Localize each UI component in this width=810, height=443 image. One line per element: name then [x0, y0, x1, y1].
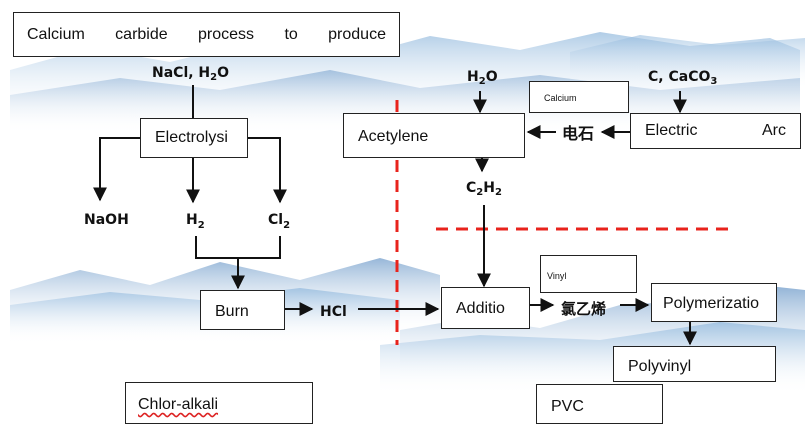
addition-box: Additio [441, 287, 530, 329]
calcium-label: Calcium [544, 93, 577, 103]
polymerization-box: Polymerizatio [651, 283, 777, 322]
label-c2h2: C2H2 [466, 180, 502, 198]
label-nacl-h2o: NaCl, H2O [152, 65, 229, 83]
polymerization-label: Polymerizatio [663, 295, 760, 312]
label-hcl: HCl [320, 304, 347, 320]
acetylene-box: Acetylene [343, 113, 525, 158]
polyvinyl-box: Polyvinyl [613, 346, 776, 382]
vinyl-label-box: Vinyl [540, 255, 637, 293]
addition-label: Additio [456, 300, 505, 317]
vinyl-label: Vinyl [547, 271, 567, 281]
connectors [93, 85, 697, 346]
chlor-alkali-label: Chlor-alkali [138, 396, 219, 413]
title-word: Calcium [27, 25, 85, 43]
acetylene-label: Acetylene [358, 128, 429, 145]
label-h2o: H2O [467, 69, 498, 87]
burn-box: Burn [200, 290, 285, 330]
title-text: Calcium carbide process to produce [14, 13, 399, 56]
polyvinyl-label: Polyvinyl [628, 358, 692, 375]
title-word: produce [328, 25, 386, 43]
calcium-label-box: Calcium [529, 81, 629, 113]
label-vinyl-chloride: 氯乙烯 [561, 300, 606, 318]
electrolysis-label: Electrolysi [155, 129, 228, 146]
bracket-h2-cl2 [195, 236, 281, 259]
label-naoh: NaOH [84, 212, 129, 228]
label-cl2: Cl2 [268, 212, 290, 231]
burn-label: Burn [215, 303, 249, 320]
label-c-caco3: C, CaCO3 [648, 69, 717, 87]
label-h2: H2 [186, 212, 205, 231]
pvc-box: PVC [536, 384, 663, 424]
chlor-alkali-box: Chlor-alkali [125, 382, 313, 424]
mountain-background [10, 32, 805, 395]
pvc-label: PVC [551, 398, 584, 415]
label-calcium-carbide: 电石 [562, 124, 594, 143]
title-word: process [198, 25, 255, 43]
arrow-to-naoh [93, 137, 140, 202]
title-box: Calcium carbide process to produce [13, 12, 400, 57]
electrolysis-box: Electrolysi [140, 118, 248, 158]
title-word: to [284, 25, 298, 43]
title-word: carbide [115, 25, 168, 43]
arrow-to-cl2 [248, 137, 287, 204]
